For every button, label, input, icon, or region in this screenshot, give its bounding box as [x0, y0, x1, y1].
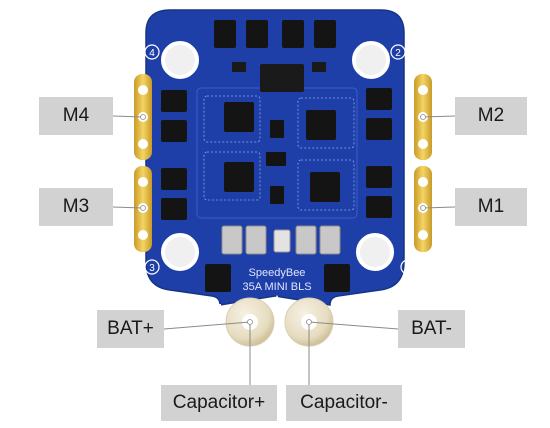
label-capacitor-minus: Capacitor- — [286, 385, 402, 421]
corner-number-1: 1 — [405, 263, 411, 274]
left-mosfets — [161, 90, 187, 220]
mounting-hole-1 — [356, 233, 394, 271]
corner-marker-4 — [144, 44, 160, 60]
corner-number-3: 3 — [149, 263, 155, 274]
label-m2: M2 — [455, 97, 527, 135]
trace-outlines — [203, 95, 355, 211]
board-model-text: 35A MINI BLS — [242, 281, 311, 293]
mounting-hole-4 — [161, 41, 199, 79]
label-m4: M4 — [39, 97, 113, 135]
mounting-hole-3 — [161, 233, 199, 271]
top-mosfets — [214, 20, 336, 48]
bulk-capacitors — [221, 225, 341, 255]
label-bat-plus: BAT+ — [97, 310, 164, 348]
bottom-mosfets — [205, 264, 350, 292]
label-capacitor-plus: Capacitor+ — [161, 385, 277, 421]
corner-marker-1 — [400, 259, 416, 275]
motor-pads-right — [414, 74, 432, 252]
corner-marker-3 — [144, 259, 160, 275]
corner-marker-2 — [390, 44, 406, 60]
controller-chips — [224, 102, 340, 204]
voltage-regulator — [260, 64, 304, 92]
label-m1: M1 — [455, 188, 527, 226]
right-mosfets — [366, 88, 392, 218]
leader-dots — [140, 114, 426, 325]
board-minus-mark: - — [339, 300, 344, 317]
corner-number-4: 4 — [149, 48, 155, 59]
label-m3: M3 — [39, 188, 113, 226]
corner-number-2: 2 — [395, 48, 401, 59]
board-brand-text: SpeedyBee — [249, 267, 306, 279]
mounting-hole-2 — [352, 41, 390, 79]
label-bat-minus: BAT- — [398, 310, 465, 348]
board-plus-mark: + — [215, 300, 224, 317]
direction-arrow — [271, 295, 283, 306]
leader-lines — [112, 115, 456, 385]
